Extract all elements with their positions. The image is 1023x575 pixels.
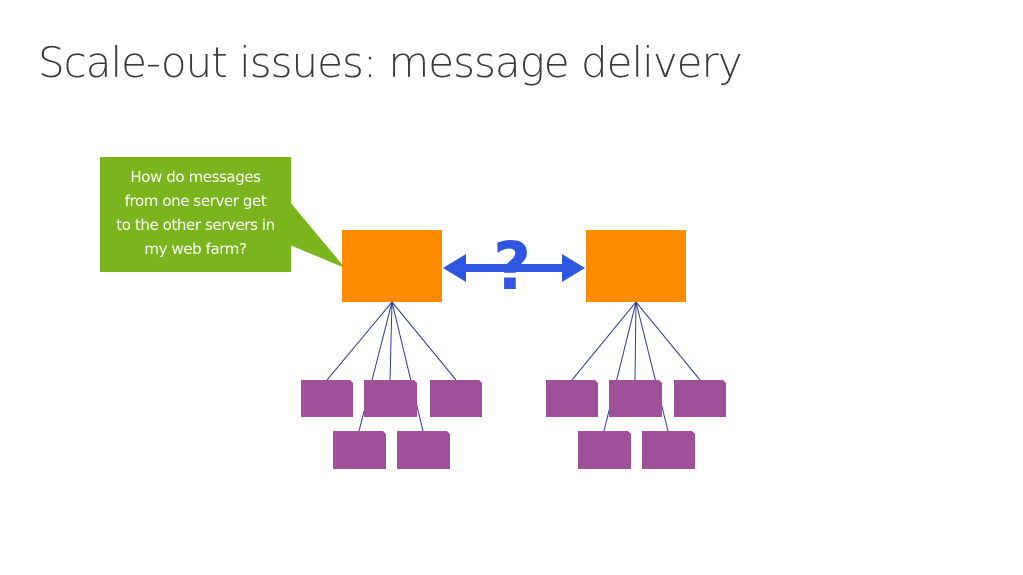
- callout-line: How do messages: [130, 168, 261, 186]
- client-node: [609, 380, 662, 417]
- client-node: [642, 431, 695, 469]
- server-1-clients: [301, 380, 482, 469]
- client-node: [430, 380, 482, 417]
- connection-line: [391, 301, 457, 381]
- web-server-1: [342, 230, 442, 302]
- callout-line: my web farm?: [144, 240, 247, 258]
- client-node: [546, 380, 598, 417]
- connection-line: [635, 301, 701, 381]
- callout-line: from one server get: [124, 192, 267, 210]
- callout-box: [100, 157, 291, 272]
- client-node: [364, 380, 417, 417]
- double-arrow-icon: [443, 254, 585, 282]
- connection-line: [326, 301, 393, 381]
- connection-line: [571, 301, 637, 381]
- client-node: [301, 380, 353, 417]
- client-node: [578, 431, 631, 469]
- client-node: [674, 380, 726, 417]
- client-node: [397, 431, 450, 469]
- server-2-clients: [546, 380, 726, 469]
- client-node: [333, 431, 386, 469]
- connection-line: [634, 301, 637, 381]
- connection-line: [635, 301, 669, 432]
- callout-pointer: [290, 202, 345, 268]
- callout-line: to the other servers in: [116, 216, 275, 234]
- web-server-2: [586, 230, 686, 302]
- server-2-connections: [571, 301, 701, 432]
- question-mark-icon: ?: [492, 228, 532, 305]
- connection-line: [389, 301, 393, 381]
- callout-bubble: [100, 157, 345, 272]
- connection-line: [391, 301, 424, 432]
- slide-title: Scale-out issues: message delivery: [38, 38, 743, 87]
- callout-text: How do messages from one server get to t…: [100, 165, 291, 261]
